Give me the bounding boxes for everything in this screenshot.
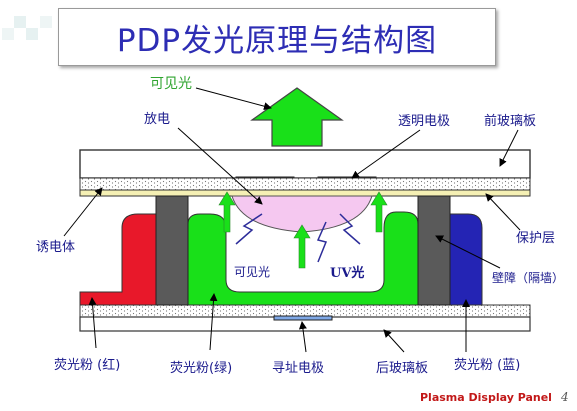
leader-phosphor-red: [88, 297, 97, 349]
label-transparent-electrode: 透明电极: [398, 114, 451, 129]
page-title: PDP发光原理与结构图: [58, 8, 496, 66]
label-front-glass: 前玻璃板: [484, 114, 537, 129]
label-visible-light-top: 可见光: [150, 76, 192, 92]
label-protective-layer: 保护层: [516, 231, 556, 246]
label-address-electrode: 寻址电极: [272, 361, 325, 376]
visible-light-arrow: [250, 87, 344, 147]
label-discharge: 放电: [144, 112, 171, 127]
leader-discharge: [177, 127, 263, 205]
label-uv-light: UV光: [330, 266, 365, 281]
leader-visible-light: [195, 87, 272, 111]
footer-title: Plasma Display Panel: [420, 391, 552, 404]
uv-ray-1: [235, 213, 263, 245]
barrier-rib-right: [417, 195, 451, 306]
leader-barrier: [435, 235, 501, 269]
uv-ray-2: [316, 221, 328, 263]
leader-address-electrode: [298, 321, 307, 353]
decor-square: [2, 28, 14, 40]
decor-square: [14, 16, 26, 28]
light-arrow-1: [218, 191, 236, 233]
phosphor-blue: [449, 213, 483, 306]
leader-dielectric: [63, 187, 103, 237]
protective-layer: [79, 189, 531, 197]
uv-ray-3: [339, 213, 361, 245]
label-dielectric: 诱电体: [36, 240, 76, 255]
page-number: 4: [561, 390, 569, 404]
decor-square: [26, 28, 38, 40]
dielectric-layer: [79, 177, 531, 191]
leader-rear-glass: [383, 329, 405, 353]
light-arrow-2: [293, 224, 311, 269]
label-phosphor-red: 荧光粉 (红): [54, 358, 121, 373]
leader-phosphor-green: [209, 293, 218, 351]
label-visible-light-inner: 可见光: [234, 265, 271, 279]
front-glass-plate: [79, 149, 531, 179]
label-rear-glass: 后玻璃板: [376, 361, 429, 376]
label-barrier-rib: 壁障（隔墙）: [492, 271, 565, 285]
phosphor-red: [79, 213, 157, 306]
rear-glass-plate: [79, 304, 531, 318]
leader-front-glass: [499, 129, 519, 167]
light-arrow-3: [370, 191, 388, 233]
label-phosphor-green: 荧光粉(绿): [170, 361, 233, 376]
leader-protective-layer: [485, 193, 521, 231]
address-electrode: [273, 315, 333, 321]
label-phosphor-blue: 荧光粉 (蓝): [454, 358, 521, 373]
leader-transparent-electrode: [351, 129, 421, 179]
decor-square: [40, 16, 52, 28]
barrier-rib-left: [155, 195, 189, 306]
